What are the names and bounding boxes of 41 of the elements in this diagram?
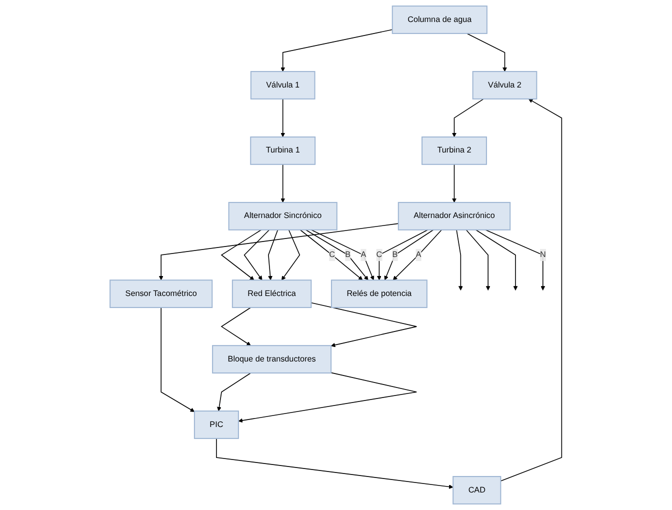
arrow <box>220 229 262 280</box>
arrow <box>485 229 546 290</box>
arrow <box>268 229 278 280</box>
arrow <box>244 229 270 280</box>
process-box: Columna de agua <box>392 6 488 34</box>
process-box: Turbina 1 <box>250 136 316 165</box>
arrow <box>306 229 368 280</box>
arrow <box>452 98 484 138</box>
process-box: CAD <box>452 476 502 504</box>
process-box: PIC <box>194 410 240 439</box>
process-box: Alternador Asincrónico <box>398 202 511 230</box>
process-box: Relés de potencia <box>331 280 428 308</box>
arrow <box>456 229 464 290</box>
arrow <box>216 438 454 489</box>
arrow <box>466 33 508 72</box>
arrow <box>452 164 457 203</box>
arrow <box>159 223 399 280</box>
arrow <box>310 302 418 348</box>
process-box: Turbina 2 <box>422 136 488 165</box>
arrow <box>500 98 562 482</box>
arrow <box>311 229 374 280</box>
process-box: Válvula 1 <box>250 71 316 100</box>
arrow <box>476 229 518 290</box>
arrow <box>377 229 428 280</box>
process-box: Bloque de transductores <box>212 345 332 374</box>
arrow <box>280 29 393 72</box>
arrow <box>466 229 490 290</box>
arrow <box>300 229 363 280</box>
arrow <box>280 98 286 138</box>
arrow <box>217 372 252 412</box>
arrow <box>392 229 442 280</box>
arrow <box>238 372 418 423</box>
arrow <box>280 164 286 203</box>
process-box: Red Eléctrica <box>232 280 312 308</box>
arrow <box>220 307 252 346</box>
arrow <box>282 229 300 280</box>
process-box: Alternador Sincrónico <box>228 202 338 230</box>
arrow <box>160 307 195 412</box>
process-box: Válvula 2 <box>472 71 538 100</box>
arrow <box>384 229 434 280</box>
process-box: Sensor Tacométrico <box>110 280 213 308</box>
